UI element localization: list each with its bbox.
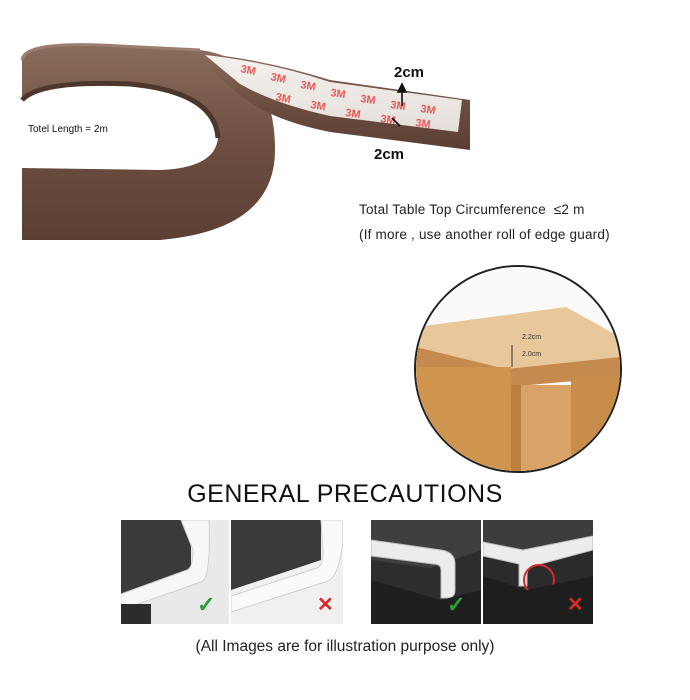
check-icon: ✓ bbox=[197, 592, 216, 617]
tape-logo: 3M bbox=[380, 113, 397, 127]
tape-logo: 3M bbox=[330, 87, 347, 101]
circumference-note: Total Table Top Circumference ≤2 m bbox=[359, 202, 585, 217]
tape-logo: 3M bbox=[239, 63, 256, 78]
precautions-title: GENERAL PRECAUTIONS bbox=[187, 480, 503, 508]
precaution-panel-correct: ✓ bbox=[121, 520, 229, 624]
tape-logo: 3M bbox=[360, 93, 377, 107]
width-dimension-label: 2cm bbox=[394, 64, 425, 81]
illustration-disclaimer: (All Images are for illustration purpose… bbox=[195, 638, 495, 655]
table-top-dimension: 2.2cm bbox=[522, 334, 542, 341]
tape-logo: 3M bbox=[420, 103, 437, 117]
tape-logo: 3M bbox=[390, 99, 407, 113]
tape-logo: 3M bbox=[415, 117, 432, 131]
tape-logo: 3M bbox=[345, 107, 362, 121]
table-corner-image bbox=[414, 265, 622, 473]
total-length-label: Totel Length = 2m bbox=[28, 124, 108, 135]
precaution-panel-wrong: ✕ bbox=[231, 520, 343, 624]
check-icon: ✓ bbox=[447, 592, 466, 617]
additional-roll-note: (If more , use another roll of edge guar… bbox=[359, 227, 610, 242]
tape-logo: 3M bbox=[269, 71, 286, 86]
table-side-dimension: 2.0cm bbox=[522, 351, 542, 358]
tape-logo: 3M bbox=[274, 91, 291, 106]
tape-logo: 3M bbox=[309, 99, 326, 113]
product-coil-image: 3M 3M 3M 3M 3M 3M 3M 3M 3M 3M 3M 3M bbox=[0, 0, 480, 250]
precaution-panel-correct: ✓ bbox=[371, 520, 481, 624]
height-dimension-label: 2cm bbox=[374, 146, 405, 163]
tape-logo: 3M bbox=[299, 79, 316, 93]
precaution-panel-wrong: ✕ bbox=[483, 520, 593, 624]
cross-icon: ✕ bbox=[567, 594, 584, 616]
cross-icon: ✕ bbox=[317, 594, 334, 616]
